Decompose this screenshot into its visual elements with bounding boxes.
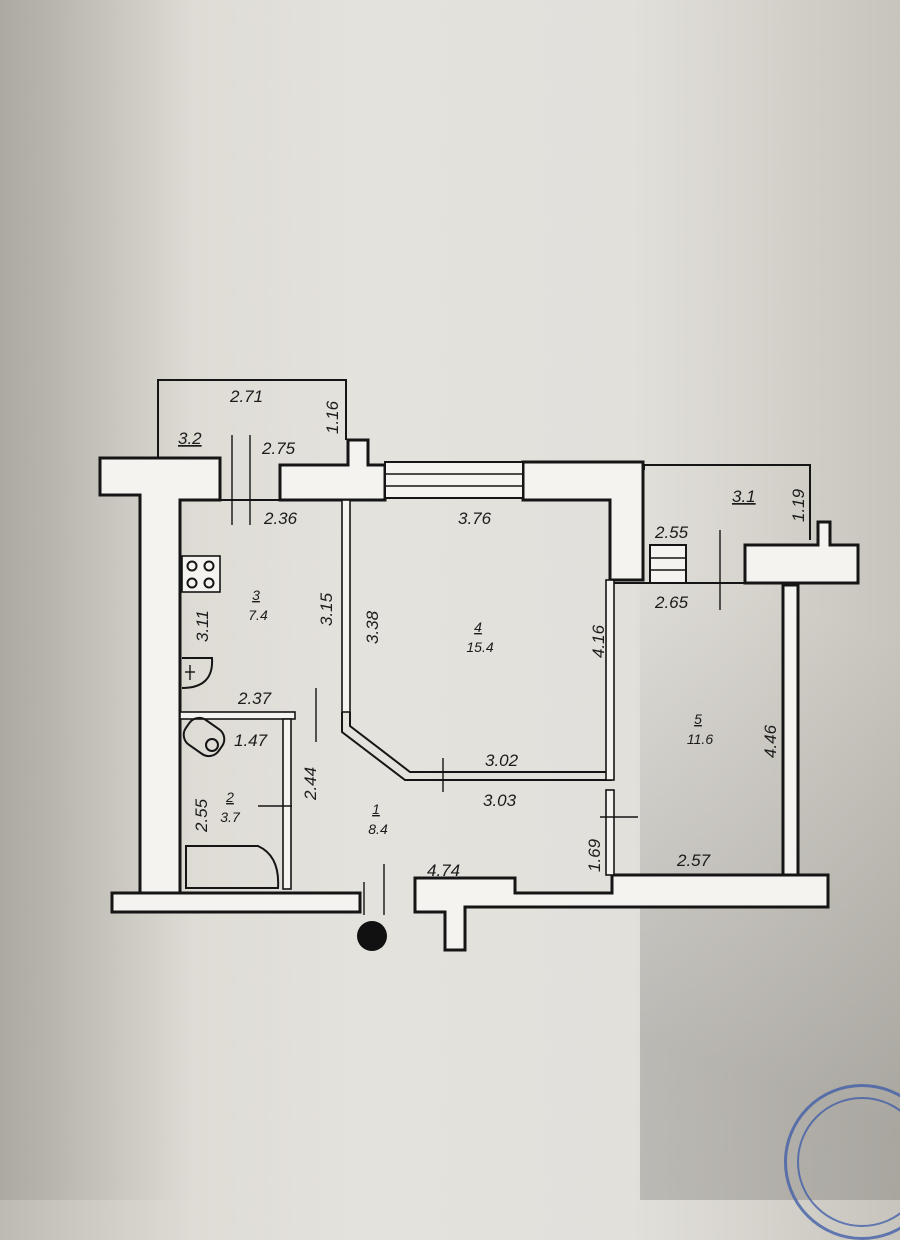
svg-text:3.7: 3.7 xyxy=(220,809,241,825)
shadow-right xyxy=(640,480,900,1200)
bathtub-icon xyxy=(185,845,280,889)
sink-icon xyxy=(181,657,214,689)
window-right xyxy=(649,544,687,584)
toilet-icon xyxy=(182,716,226,758)
dim-room5-height: 4.46 xyxy=(761,724,780,758)
svg-text:7.4: 7.4 xyxy=(248,607,268,623)
dim-kitchen-height: 3.11 xyxy=(193,610,212,642)
svg-text:5: 5 xyxy=(694,711,702,727)
dim-hall-length: 4.74 xyxy=(427,861,460,880)
entrance-marker xyxy=(357,921,387,951)
dim-kitchen-window: 2.75 xyxy=(261,439,296,458)
svg-text:2: 2 xyxy=(225,789,234,805)
floor-plan: 2.71 3.2 1.16 2.75 2.36 3.11 3.15 3.76 3… xyxy=(98,379,860,952)
dim-room5-bottom: 2.57 xyxy=(676,851,711,870)
dim-balcony-right-area: 3.1 xyxy=(732,487,756,506)
window-top-center xyxy=(384,461,524,499)
room-4-label: 4 15.4 xyxy=(466,619,493,655)
dim-hall-bottom-top: 3.03 xyxy=(483,791,517,810)
dim-balcony-top-depth: 1.16 xyxy=(323,400,342,434)
interior-partitions xyxy=(179,499,783,894)
dim-balcony-right-depth: 1.19 xyxy=(789,488,808,522)
svg-text:8.4: 8.4 xyxy=(368,821,388,837)
room-3-label: 3 7.4 xyxy=(248,587,268,623)
dim-kitchen-width: 2.36 xyxy=(263,509,298,528)
dim-living-height-right: 4.16 xyxy=(589,624,608,658)
wall-top-right xyxy=(521,460,645,582)
svg-text:3: 3 xyxy=(252,587,260,603)
room-5-label: 5 11.6 xyxy=(687,711,713,747)
svg-text:15.4: 15.4 xyxy=(466,639,493,655)
dim-hall-height: 2.44 xyxy=(301,767,320,801)
wall-top-mid xyxy=(278,438,387,502)
wall-bottom-right xyxy=(413,873,830,952)
room-2-label: 2 3.7 xyxy=(220,789,241,825)
dim-bath-width: 1.47 xyxy=(234,731,268,750)
dim-balcony-top-area: 3.2 xyxy=(178,429,202,448)
dim-living-bottom: 3.02 xyxy=(485,751,519,770)
dimension-ticks xyxy=(231,435,721,915)
dim-hall-side: 1.69 xyxy=(585,838,604,872)
balcony-top-outline xyxy=(157,379,347,458)
stove-icon xyxy=(181,555,221,593)
wall-right-room5 xyxy=(781,583,800,877)
official-stamp-inner xyxy=(797,1097,900,1227)
svg-text:1: 1 xyxy=(372,801,380,817)
svg-text:4: 4 xyxy=(474,619,482,635)
dim-balcony-top-width: 2.71 xyxy=(229,387,263,406)
dim-room5-width: 2.65 xyxy=(654,593,689,612)
dim-living-width-top: 3.76 xyxy=(458,509,492,528)
dim-bath-height: 2.55 xyxy=(192,798,211,833)
wall-bottom xyxy=(110,891,362,914)
svg-text:11.6: 11.6 xyxy=(687,731,713,747)
wall-right-balcony xyxy=(743,520,860,585)
dim-living-height-left: 3.38 xyxy=(363,610,382,644)
dim-room5-window: 2.55 xyxy=(654,523,689,542)
room-1-label: 1 8.4 xyxy=(368,801,388,837)
dim-kitchen-right-height: 3.15 xyxy=(317,592,336,626)
dim-hall-top: 2.37 xyxy=(237,689,272,708)
